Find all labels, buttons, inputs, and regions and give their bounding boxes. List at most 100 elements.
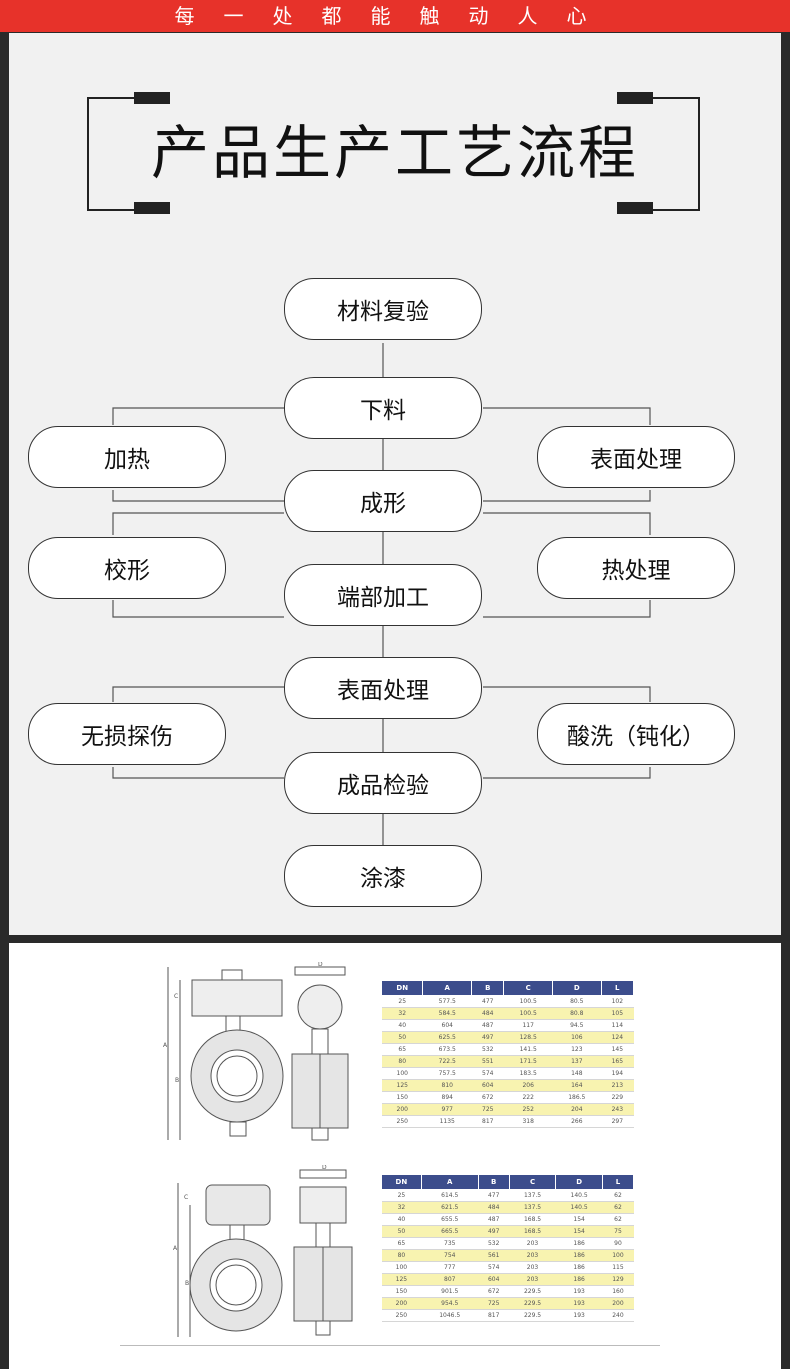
table-cell: 50 — [381, 1031, 423, 1044]
flow-step-forming: 成形 — [284, 470, 482, 532]
table-cell: 561 — [478, 1249, 510, 1262]
table-cell: 754 — [421, 1249, 479, 1262]
table-cell: 186 — [555, 1273, 603, 1286]
table-cell: 252 — [503, 1103, 553, 1116]
table-cell: 65 — [381, 1237, 422, 1250]
table-cell: 621.5 — [421, 1201, 479, 1214]
table-header-cell: B — [471, 980, 505, 996]
bracket-tab — [134, 92, 170, 104]
table-cell: 203 — [509, 1273, 556, 1286]
table-header-cell: C — [508, 1174, 557, 1190]
bracket-tab — [617, 202, 653, 214]
table-cell: 62 — [602, 1201, 634, 1214]
dim-label: D — [322, 1165, 327, 1171]
table-cell: 577.5 — [422, 995, 472, 1008]
table-cell: 735 — [421, 1237, 479, 1250]
table-cell: 171.5 — [503, 1055, 553, 1068]
table-cell: 222 — [503, 1091, 553, 1104]
table-cell: 1046.5 — [421, 1309, 479, 1322]
table-cell: 148 — [552, 1067, 602, 1080]
table-cell: 250 — [381, 1115, 423, 1128]
table-header-cell: D — [552, 980, 602, 996]
banner-slogan: 每一处都能触动人心 — [174, 4, 616, 28]
table-cell: 102 — [601, 995, 634, 1008]
table-cell: 62 — [602, 1213, 634, 1226]
table-cell: 100.5 — [503, 995, 553, 1008]
table-cell: 50 — [381, 1225, 422, 1238]
table-header-cell: DN — [380, 980, 424, 996]
table-cell: 141.5 — [503, 1043, 553, 1056]
table-cell: 266 — [552, 1115, 602, 1128]
table-cell: 193 — [555, 1297, 603, 1310]
flow-step-final-inspection: 成品检验 — [284, 752, 482, 814]
table-cell: 125 — [381, 1273, 422, 1286]
table-cell: 200 — [381, 1297, 422, 1310]
dim-label: A — [163, 1042, 168, 1049]
flow-step-end-machining: 端部加工 — [284, 564, 482, 626]
flow-branch-ndt: 无损探伤 — [28, 703, 226, 765]
table-cell: 725 — [471, 1103, 504, 1116]
dim-label: D — [318, 962, 323, 968]
table-cell: 665.5 — [421, 1225, 479, 1238]
flow-branch-heating: 加热 — [28, 426, 226, 488]
table-cell: 168.5 — [509, 1213, 556, 1226]
table-cell: 194 — [601, 1067, 634, 1080]
table-cell: 574 — [471, 1067, 504, 1080]
table-cell: 243 — [601, 1103, 634, 1116]
flow-branch-surface-treatment: 表面处理 — [537, 426, 735, 488]
bracket-tab — [134, 202, 170, 214]
table-cell: 318 — [503, 1115, 553, 1128]
table-header-cell: L — [601, 1174, 635, 1190]
table-header-cell: B — [477, 1174, 510, 1190]
table-cell: 477 — [471, 995, 504, 1008]
table-cell: 40 — [381, 1213, 422, 1226]
divider — [120, 1345, 660, 1346]
table-cell: 203 — [509, 1261, 556, 1274]
table-cell: 128.5 — [503, 1031, 553, 1044]
table-cell: 140.5 — [555, 1201, 603, 1214]
table-cell: 25 — [381, 995, 423, 1008]
table-header-cell: D — [555, 1174, 603, 1190]
page-title: 产品生产工艺流程 — [150, 119, 639, 187]
table-cell: 183.5 — [503, 1067, 553, 1080]
table-cell: 150 — [381, 1091, 423, 1104]
table-cell: 484 — [471, 1007, 504, 1020]
table-cell: 200 — [381, 1103, 423, 1116]
table-cell: 574 — [478, 1261, 510, 1274]
table-cell: 901.5 — [421, 1285, 479, 1298]
table-cell: 954.5 — [421, 1297, 479, 1310]
bracket-tab — [617, 92, 653, 104]
table-cell: 80 — [381, 1055, 423, 1068]
table-cell: 722.5 — [422, 1055, 472, 1068]
table-cell: 137.5 — [509, 1201, 556, 1214]
table-cell: 672 — [471, 1091, 504, 1104]
table-cell: 894 — [422, 1091, 472, 1104]
table-cell: 105 — [601, 1007, 634, 1020]
table-cell: 100 — [602, 1249, 634, 1262]
table-cell: 213 — [601, 1079, 634, 1092]
table-cell: 229.5 — [509, 1297, 556, 1310]
dim-label: B — [185, 1280, 189, 1287]
table-cell: 193 — [555, 1285, 603, 1298]
table-cell: 204 — [552, 1103, 602, 1116]
electric-valve-drawing: C A B D — [173, 1165, 353, 1337]
table-cell: 757.5 — [422, 1067, 472, 1080]
table-header-cell: C — [503, 980, 553, 996]
table-cell: 117 — [503, 1019, 553, 1032]
table-cell: 150 — [381, 1285, 422, 1298]
table-cell: 625.5 — [422, 1031, 472, 1044]
table-cell: 484 — [478, 1201, 510, 1214]
table-cell: 40 — [381, 1019, 423, 1032]
table-cell: 532 — [471, 1043, 504, 1056]
table-cell: 168.5 — [509, 1225, 556, 1238]
table-cell: 100 — [381, 1261, 422, 1274]
